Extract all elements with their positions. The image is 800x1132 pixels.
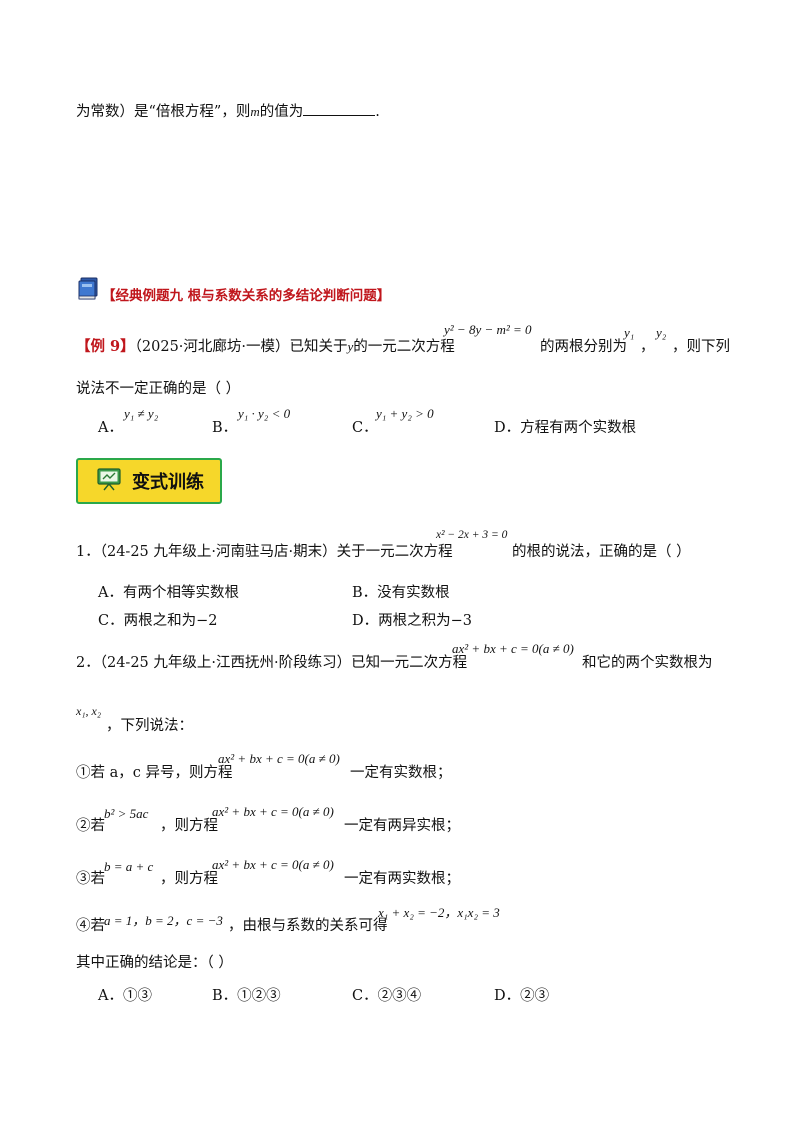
top-line-post: 的值为 (259, 104, 304, 120)
statement-2-cond: b² > 5ac (104, 806, 149, 821)
q1-option-a[interactable]: A．有两个相等实数根 (98, 581, 239, 602)
option-text: 两根之积为−3 (378, 613, 473, 629)
statement-4-math: x₁ + x₂ = −2，x₁x₂ = 3 (378, 905, 500, 920)
statement-3-post: 一定有两实数根； (344, 871, 460, 887)
option-letter: B． (212, 420, 238, 436)
option-letter: B． (352, 585, 378, 601)
option-text: ①③ (122, 988, 152, 1004)
banner-label: 变式训练 (132, 472, 204, 493)
q2-conclusion: 其中正确的结论是：（ ） (76, 955, 233, 971)
option-letter: D． (494, 988, 521, 1004)
q2-statement-3: ③若 (76, 867, 105, 888)
statement-3-mid: ，则方程 (160, 871, 218, 887)
option-text: ②③④ (377, 988, 422, 1004)
example9-tag: 【例 9】 (76, 338, 135, 355)
option-text: 方程有两个实数根 (520, 420, 637, 436)
statement-2-post: 一定有两异实根； (344, 818, 460, 834)
var-y: y (347, 339, 354, 354)
option-letter: A． (98, 585, 123, 601)
example9-line2: 说法不一定正确的是（ ） (76, 381, 241, 397)
example9-option-d[interactable]: D．方程有两个实数根 (494, 416, 636, 437)
top-line-pre: 为常数）是“倍根方程”，则 (76, 104, 251, 120)
option-letter: C． (352, 988, 378, 1004)
presentation-board-icon (96, 467, 122, 495)
example9-text-a: （2025·河北廊坊·一模）已知关于 (134, 339, 348, 355)
example9-text-d: ，则下列 (672, 339, 730, 355)
statement-1-math: ax² + bx + c = 0(a ≠ 0) (218, 751, 340, 766)
answer-blank[interactable] (303, 103, 376, 116)
top-line-end: . (375, 104, 380, 120)
sep: ， (640, 339, 655, 355)
example9-option-b-math: y₁ · y₂ < 0 (238, 406, 291, 421)
statement-pre: ①若 a，c 异号，则方程 (76, 765, 233, 781)
option-letter: D． (494, 420, 521, 436)
option-text: 有两个相等实数根 (122, 585, 239, 601)
statement-4-cond: a = 1，b = 2，c = −3 (104, 913, 223, 928)
option-text: ②③ (520, 988, 550, 1004)
q2-option-c[interactable]: C．②③④ (352, 984, 421, 1005)
statement-3-math: ax² + bx + c = 0(a ≠ 0) (212, 857, 334, 872)
statement-4-mid: ，由根与系数的关系可得 (228, 918, 388, 934)
example9-text-b: 的一元二次方程 (353, 339, 455, 355)
root-y2: y₂ (656, 325, 667, 340)
example9-option-a[interactable]: A． (98, 416, 123, 437)
example9-equation: y² − 8y − m² = 0 (444, 322, 532, 337)
example9-text-c: 的两根分别为 (540, 339, 627, 355)
option-text: 两根之和为−2 (123, 613, 218, 629)
option-text: ①②③ (237, 988, 281, 1004)
q1-equation: x² − 2x + 3 = 0 (436, 529, 508, 541)
statement-3-cond: b = a + c (104, 859, 154, 874)
option-text: 没有实数根 (377, 585, 450, 601)
q1-stem-b: 的根的说法，正确的是（ ） (512, 544, 691, 560)
book-icon (76, 276, 100, 306)
q2-option-b[interactable]: B．①②③ (212, 984, 281, 1005)
section-title: 【经典例题九 根与系数关系的多结论判断问题】 (102, 288, 391, 304)
example9-option-c[interactable]: C． (352, 416, 378, 437)
q1-option-d[interactable]: D．两根之积为−3 (352, 609, 472, 630)
q2-statement-1: ①若 a，c 异号，则方程 (76, 761, 232, 782)
q2-roots: x₁, x₂ (76, 704, 101, 718)
statement-pre: ④若 (76, 918, 105, 934)
statement-1-post: 一定有实数根； (350, 765, 452, 781)
variant-training-banner: 变式训练 (76, 458, 222, 504)
q2-statement-4: ④若 (76, 914, 105, 935)
q2-roots-post: ，下列说法： (106, 718, 193, 734)
var-m: m (250, 104, 260, 119)
q2-equation: ax² + bx + c = 0(a ≠ 0) (452, 641, 574, 656)
statement-pre: ②若 (76, 818, 105, 834)
q1-option-c[interactable]: C．两根之和为−2 (98, 609, 217, 630)
option-letter: C． (98, 613, 124, 629)
statement-2-math: ax² + bx + c = 0(a ≠ 0) (212, 804, 334, 819)
option-letter: B． (212, 988, 238, 1004)
option-letter: A． (98, 420, 123, 436)
statement-pre: ③若 (76, 871, 105, 887)
q2-statement-2: ②若 (76, 814, 105, 835)
example9-option-a-math: y₁ ≠ y₂ (124, 406, 159, 421)
option-letter: D． (352, 613, 379, 629)
root-y1: y₁ (624, 325, 635, 340)
statement-2-mid: ，则方程 (160, 818, 218, 834)
top-line: 为常数）是“倍根方程”，则m的值为. (76, 100, 380, 121)
example9-option-c-math: y₁ + y₂ > 0 (376, 406, 434, 421)
example9-option-b[interactable]: B． (212, 416, 237, 437)
option-letter: C． (352, 420, 378, 436)
q1-stem-a: 1．（24-25 九年级上·河南驻马店·期末）关于一元二次方程 (76, 544, 453, 560)
example9-stem: 【例 9】（2025·河北廊坊·一模）已知关于y的一元二次方程 (76, 335, 455, 356)
q1-option-b[interactable]: B．没有实数根 (352, 581, 450, 602)
q2-stem-b: 和它的两个实数根为 (582, 655, 713, 671)
q2-option-d[interactable]: D．②③ (494, 984, 549, 1005)
q2-stem-a: 2．（24-25 九年级上·江西抚州·阶段练习）已知一元二次方程 (76, 655, 468, 671)
q2-option-a[interactable]: A．①③ (98, 984, 152, 1005)
option-letter: A． (98, 988, 123, 1004)
